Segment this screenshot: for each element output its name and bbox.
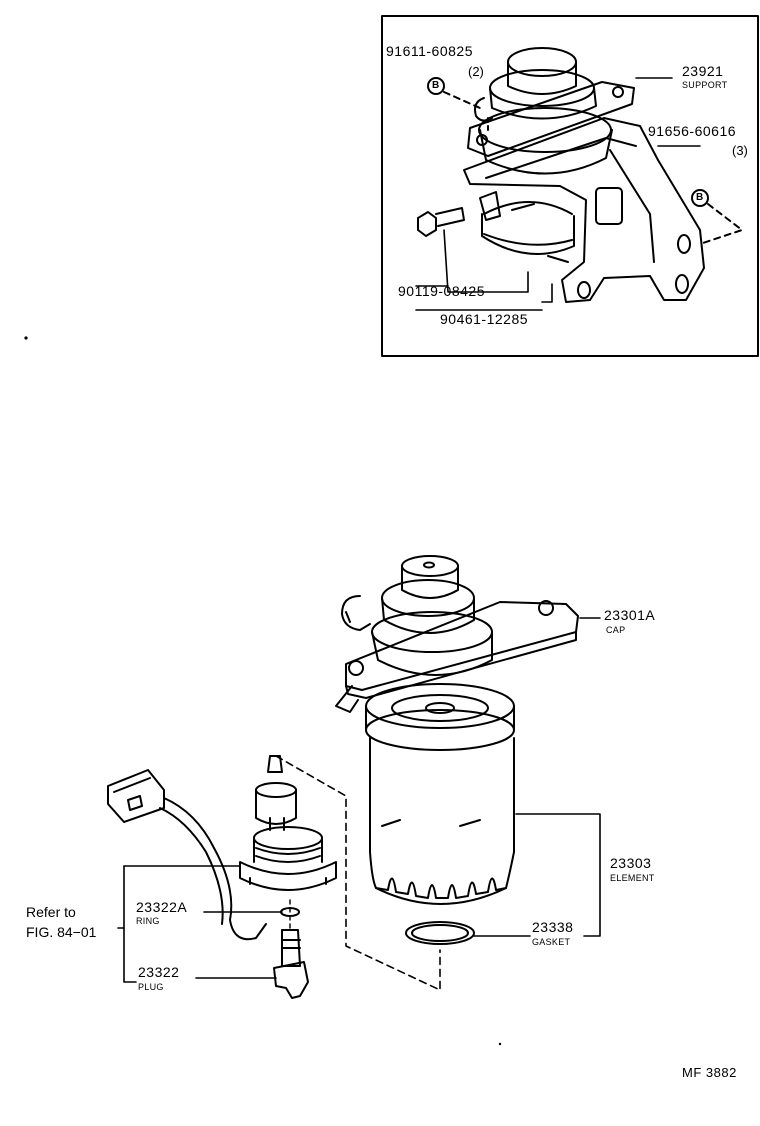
plug-sensor-drawing [107, 755, 337, 999]
reference-note-line2: FIG. 84−01 [26, 924, 97, 940]
part-number-23338: 23338 [532, 919, 574, 935]
part-number-91611-60825: 91611-60825 [386, 43, 473, 59]
inset-frame [381, 15, 759, 357]
element-drawing [365, 683, 515, 905]
part-name-plug: PLUG [138, 982, 164, 992]
marker-b-2: B [696, 192, 704, 203]
part-name-gasket: GASKET [532, 937, 571, 947]
part-number-91656-60616: 91656-60616 [648, 123, 737, 139]
support-bracket-drawing [417, 47, 743, 303]
reference-note-line1: Refer to [26, 904, 76, 920]
cap-drawing [335, 555, 579, 713]
gasket-drawing [405, 921, 475, 945]
part-number-90119-08425: 90119-08425 [398, 283, 485, 299]
part-number-90461-12285: 90461-12285 [440, 311, 529, 327]
part-number-23322a: 23322A [136, 899, 188, 915]
part-number-23322: 23322 [138, 964, 180, 980]
part-name-support: SUPPORT [682, 80, 728, 90]
part-number-23301a: 23301A [604, 607, 656, 623]
qty-91656-60616: (3) [732, 143, 748, 158]
marker-b-1: B [432, 80, 440, 91]
part-name-ring: RING [136, 916, 160, 926]
qty-91611-60825: (2) [468, 64, 484, 79]
part-number-23921: 23921 [682, 63, 724, 79]
part-name-cap: CAP [606, 625, 626, 635]
part-name-element: ELEMENT [610, 873, 655, 883]
part-number-23303: 23303 [610, 855, 652, 871]
figure-code: MF 3882 [682, 1065, 737, 1080]
